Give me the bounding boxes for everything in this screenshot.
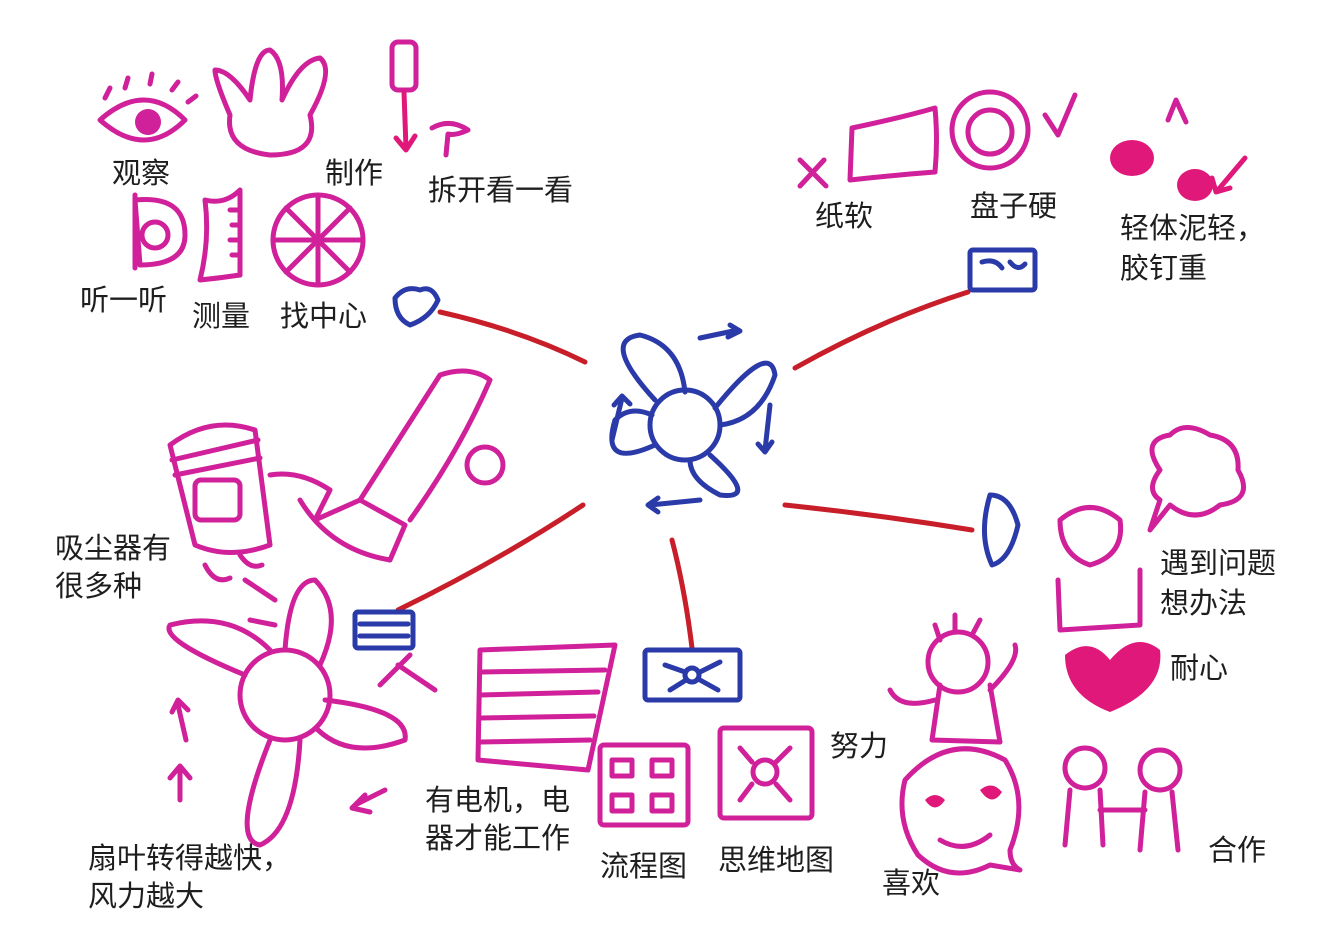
mindmap-icon — [717, 725, 815, 821]
cheering-child-icon — [887, 612, 1019, 745]
thinking-child-icon — [1055, 425, 1246, 633]
happy-face-icon — [899, 746, 1023, 876]
eye-icon — [97, 71, 199, 143]
label-make: 制作 — [325, 156, 384, 190]
label-motor-1: 有电机，电 — [425, 783, 571, 817]
label-mindmap: 思维地图 — [718, 843, 835, 877]
label-cooperate: 合作 — [1208, 833, 1267, 867]
circle-icon — [949, 89, 1031, 171]
blue-hand-icon — [392, 286, 441, 328]
wheel-icon — [270, 192, 366, 288]
label-plate-hard: 盘子硬 — [970, 189, 1058, 223]
blue-board-icon — [967, 247, 1038, 293]
center-fan-icon — [609, 322, 778, 515]
connector-lines — [395, 289, 975, 651]
label-fan-2: 风力越大 — [88, 879, 205, 913]
blue-mindmap-board-icon — [642, 647, 743, 703]
cross-mark-icon — [797, 157, 829, 189]
label-find-center: 找中心 — [280, 299, 368, 333]
label-paper-soft: 纸软 — [815, 199, 874, 233]
ear-icon — [132, 192, 188, 271]
vacuum-icon — [167, 368, 506, 583]
label-flowchart: 流程图 — [600, 849, 688, 883]
label-problem-2: 想办法 — [1160, 586, 1248, 620]
check-mark-icon — [1042, 92, 1078, 138]
label-patience: 耐心 — [1170, 651, 1229, 685]
clay-icon — [1110, 97, 1248, 201]
label-effort: 努力 — [830, 729, 889, 763]
heart-icon — [1065, 642, 1161, 712]
label-disassemble: 拆开看一看 — [428, 173, 574, 207]
blue-face-icon — [981, 492, 1021, 568]
two-children-icon — [1062, 745, 1183, 853]
screwdriver-icon — [389, 39, 471, 158]
label-fan-1: 扇叶转得越快， — [88, 841, 292, 875]
label-listen: 听一听 — [80, 283, 168, 317]
label-measure: 测量 — [192, 299, 251, 333]
label-motor-2: 器才能工作 — [425, 821, 571, 855]
battery-icon — [352, 609, 416, 651]
label-like: 喜欢 — [882, 866, 941, 900]
label-vacuum-1: 吸尘器有 — [55, 531, 172, 565]
label-observe: 观察 — [112, 156, 171, 190]
flowchart-icon — [597, 742, 691, 828]
ruler-icon — [197, 187, 243, 283]
label-light-heavy-1: 轻体泥轻， — [1120, 211, 1266, 245]
big-fan-icon — [166, 577, 438, 848]
motor-icon — [475, 642, 618, 773]
label-problem-1: 遇到问题 — [1160, 546, 1277, 580]
square-icon — [847, 105, 939, 183]
hand-icon — [212, 47, 329, 158]
label-light-heavy-2: 胶钉重 — [1120, 251, 1208, 285]
label-vacuum-2: 很多种 — [55, 569, 143, 603]
